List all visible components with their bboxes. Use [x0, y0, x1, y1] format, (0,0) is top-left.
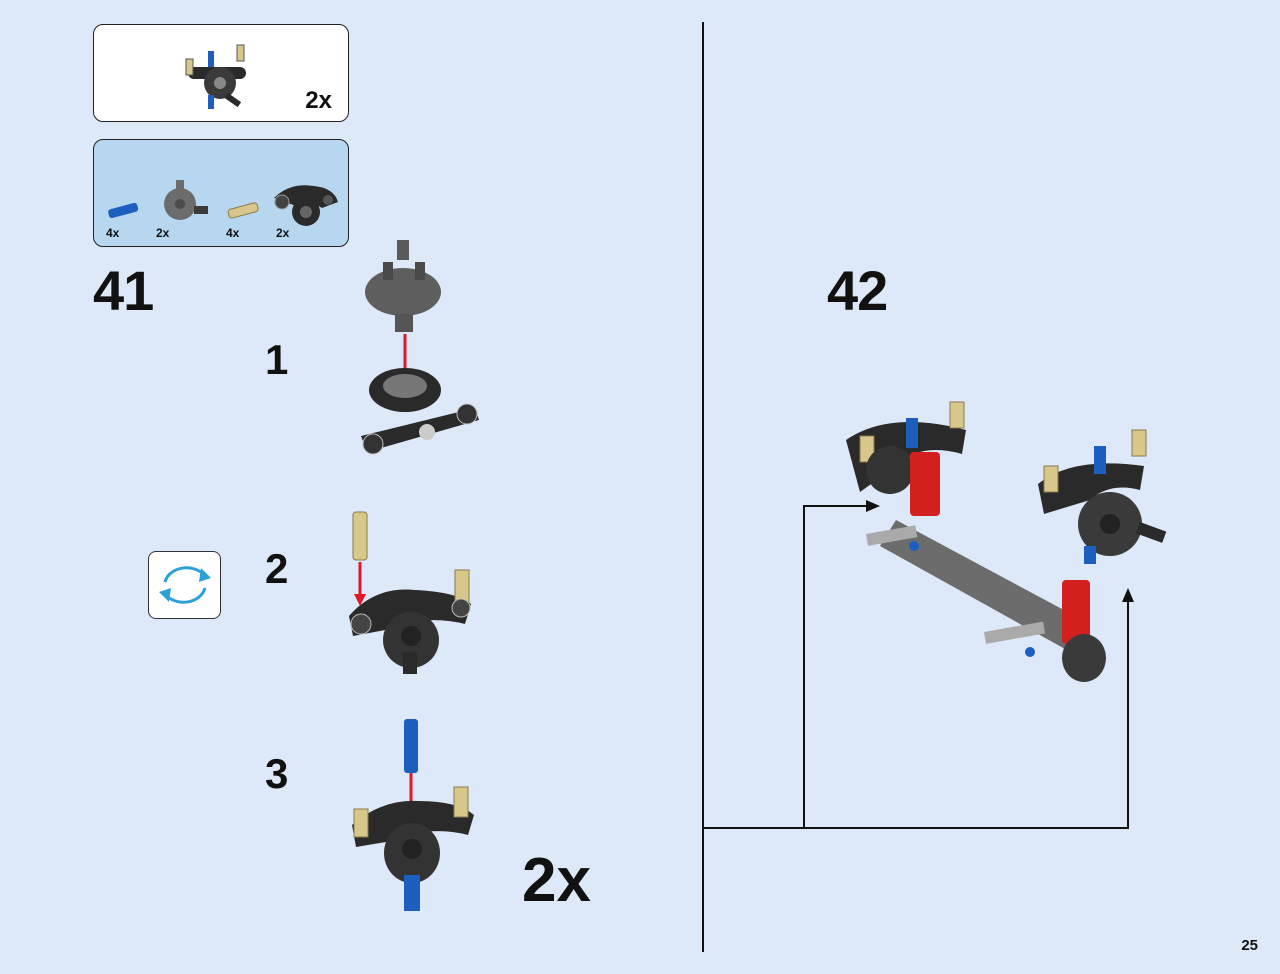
blue-pin-icon	[108, 202, 139, 219]
step-number-42: 42	[827, 259, 888, 322]
substep-number-1: 1	[265, 336, 289, 383]
blue-pin-quantity: 4x	[106, 226, 120, 240]
result-quantity: 2x	[305, 87, 332, 114]
steering-arm-icon	[274, 185, 338, 226]
substep-1-image	[361, 240, 479, 455]
step-number-41: 41	[93, 259, 154, 322]
substep-3-image	[352, 719, 474, 911]
rotate-icon	[159, 566, 211, 604]
repeat-quantity: 2x	[522, 846, 591, 915]
page-number: 25	[1241, 937, 1258, 954]
step-42-image	[704, 401, 1167, 829]
substep-number-2: 2	[265, 545, 289, 592]
ball-joint-quantity: 2x	[156, 226, 170, 240]
tan-pin-icon	[227, 202, 259, 219]
ball-joint-icon	[164, 180, 208, 220]
page-divider	[702, 22, 704, 952]
subassembly-callout: 2x	[93, 24, 349, 122]
subassembly-result-image	[185, 44, 246, 109]
rotate-model-callout	[148, 551, 221, 619]
steering-arm-quantity: 2x	[276, 226, 290, 240]
tan-pin-quantity: 4x	[226, 226, 240, 240]
substep-2-image	[349, 511, 471, 674]
parts-list-callout: 4x 2x 4x 2x	[93, 139, 349, 247]
substep-number-3: 3	[265, 750, 289, 797]
